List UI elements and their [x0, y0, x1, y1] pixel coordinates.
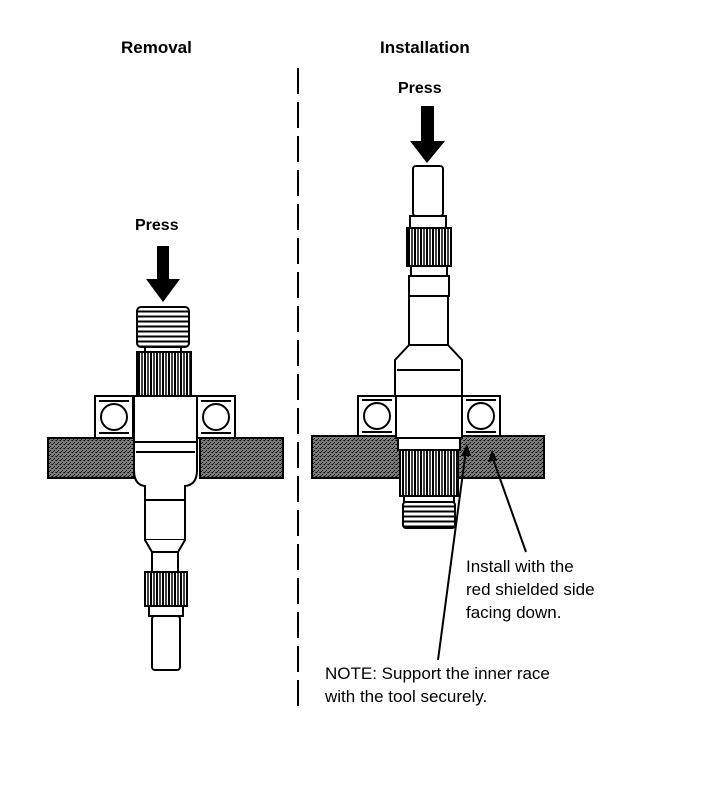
install-callout-leader	[491, 455, 527, 553]
support-note-line-1: NOTE: Support the inner race	[325, 664, 550, 683]
install-callout-line-3: facing down.	[466, 603, 562, 622]
removal-press-arrow	[146, 246, 180, 302]
removal-support-block-left	[47, 437, 135, 479]
removal-spline	[136, 351, 192, 397]
support-note-line-2: with the tool securely.	[325, 687, 488, 706]
removal-support-block-right	[199, 437, 284, 479]
removal-lower-spline	[144, 571, 188, 607]
install-callout-text: Install with the red shielded side facin…	[466, 555, 595, 624]
support-note-text: NOTE: Support the inner race with the to…	[325, 662, 550, 708]
installation-assembly	[311, 106, 545, 529]
installation-press-label: Press	[398, 80, 442, 97]
install-callout-line-1: Install with the	[466, 557, 574, 576]
install-callout-line-2: red shielded side	[466, 580, 595, 599]
removal-heading: Removal	[121, 38, 192, 57]
installation-heading: Installation	[380, 38, 470, 57]
removal-press-label: Press	[135, 217, 179, 234]
removal-top-thread	[136, 306, 190, 348]
removal-assembly	[47, 246, 284, 671]
installation-spline	[406, 227, 452, 267]
support-note-leader	[437, 449, 467, 661]
installation-support-block-right	[455, 435, 545, 479]
installation-bottom-thread	[402, 501, 456, 529]
installation-press-arrow	[410, 106, 445, 163]
installation-lower-spline	[399, 449, 459, 497]
installation-support-block-left	[311, 435, 401, 479]
